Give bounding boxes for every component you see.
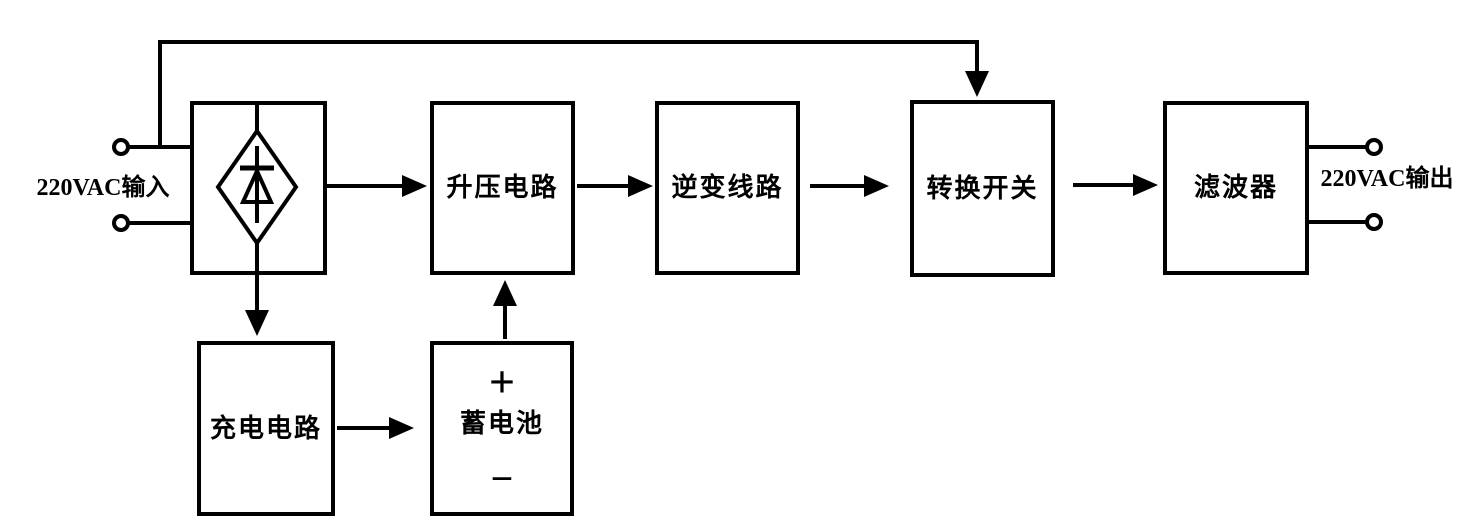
diode-triangle [239, 166, 275, 204]
input-terminal-top-icon [112, 138, 130, 156]
block-inverter: 逆变线路 [655, 101, 800, 275]
block-battery-label: 蓄电池 [459, 409, 544, 438]
output-terminal-top-icon [1365, 138, 1383, 156]
arrow-battery-to-boost [493, 280, 517, 339]
arrowhead-right-icon [402, 175, 427, 197]
block-filter: 滤波器 [1163, 101, 1309, 275]
arrowhead-right-icon [864, 175, 889, 197]
arrow-switch-to-filter [1073, 174, 1158, 196]
arrowhead-right-icon [1133, 174, 1158, 196]
block-rectifier [190, 101, 327, 275]
output-terminal-bottom-icon [1365, 213, 1383, 231]
block-inverter-label: 逆变线路 [671, 173, 784, 202]
arrow-rectifier-to-charger [245, 243, 269, 336]
block-boost-label: 升压电路 [446, 173, 559, 202]
block-transfer-switch: 转换开关 [910, 100, 1055, 277]
bypass-wire [158, 40, 989, 147]
arrowhead-up-icon [493, 280, 517, 306]
output-label: 220VAC输出 [1320, 166, 1454, 192]
output-terminals [1307, 138, 1383, 231]
battery-minus-sign: − [490, 456, 514, 501]
arrow-charger-to-battery [337, 417, 414, 439]
bypass-line [158, 40, 979, 147]
block-boost: 升压电路 [430, 101, 575, 275]
input-terminal-bottom-icon [112, 214, 130, 232]
arrowhead-down-icon [965, 71, 989, 97]
block-transfer-switch-label: 转换开关 [926, 173, 1039, 203]
arrow-rectifier-to-boost [327, 175, 427, 197]
block-battery: + 蓄电池 − [430, 341, 574, 516]
arrow-inverter-to-switch [810, 175, 889, 197]
input-label: 220VAC输入 [36, 175, 170, 201]
block-filter-label: 滤波器 [1193, 173, 1278, 202]
arrow-boost-to-inverter [577, 175, 653, 197]
arrowhead-right-icon [628, 175, 653, 197]
block-charger-label: 充电电路 [209, 413, 322, 443]
arrowhead-right-icon [389, 417, 414, 439]
block-charger: 充电电路 [197, 341, 335, 516]
battery-plus-sign: + [488, 356, 516, 407]
arrowhead-down-icon [245, 310, 269, 336]
